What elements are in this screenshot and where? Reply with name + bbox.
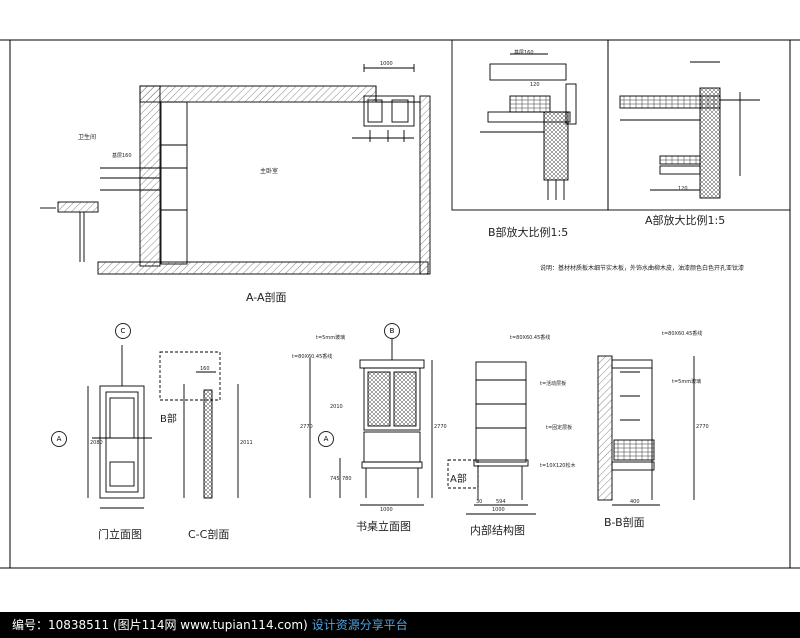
door-elevation-drawing — [87, 345, 152, 509]
desk-elevation-drawing — [309, 330, 433, 506]
bb-section-drawing — [597, 355, 695, 506]
cc-section-title: C-C剖面 — [188, 528, 230, 541]
dim-2010: 2010 — [330, 404, 343, 410]
material-note: 说明：基材材质板木细节实木板，外饰水曲柳木皮，油漆颜色白色开孔亚钛漆 — [540, 265, 745, 272]
sheet-frame — [0, 39, 800, 569]
dim-120-b: 120 — [530, 82, 540, 88]
aa-section-drawing — [40, 64, 431, 275]
glass-callout-bb: t=5mm玻璃 — [672, 379, 702, 385]
molding-callout-desk: t=80X60.45香线 — [292, 354, 333, 360]
b-part-label: B部 — [160, 414, 177, 425]
dim-120-a: 120 — [678, 186, 688, 192]
section-mark-a-door: A — [51, 431, 67, 447]
dim-1000-desk: 1000 — [380, 507, 393, 513]
footer-text: 编号：10838511 (图片114网 www.tupian114.com)设计… — [12, 612, 408, 638]
dim-745: 745 — [330, 476, 340, 482]
bedroom-label: 主卧室 — [260, 168, 279, 175]
watermark-promo: 设计资源分享平台 — [311, 618, 408, 632]
wood-bar-callout: t=10X120松木 — [540, 463, 576, 469]
dim-30: 30 — [476, 499, 483, 505]
section-mark-c: C — [115, 323, 131, 339]
section-mark-a-desk: A — [318, 431, 334, 447]
b-detail-title: B部放大比例1:5 — [488, 226, 569, 239]
door-elevation-title: 门立面图 — [98, 528, 142, 541]
dim-1000-inner: 1000 — [492, 507, 505, 513]
desk-elevation-title: 书桌立面图 — [356, 520, 411, 533]
fixed-board-callout: t=固定层板 — [546, 425, 573, 431]
watermark-text: 编号：10838511 (图片114网 www.tupian114.com) — [12, 618, 308, 632]
cc-section-drawing — [159, 351, 239, 499]
shelf-board-callout: t=活动层板 — [540, 381, 567, 387]
inner-structure-title: 内部结构图 — [470, 524, 525, 537]
a-detail-title: A部放大比例1:5 — [645, 214, 726, 227]
a-part-label: A部 — [450, 474, 467, 485]
bathroom-label: 卫生间 — [78, 134, 97, 141]
molding-callout-bb: t=80X60.45香线 — [662, 331, 703, 337]
dim-2770-bb: 2770 — [696, 424, 709, 430]
molding-callout-inner: t=80X60.45香线 — [510, 335, 551, 341]
watermark-footer: 编号：10838511 (图片114网 www.tupian114.com)设计… — [0, 612, 800, 638]
a-detail-drawing — [607, 39, 791, 211]
bb-section-title: B-B剖面 — [604, 516, 645, 529]
dim-2080: 2080 — [90, 440, 103, 446]
dim-2011: 2011 — [240, 440, 253, 446]
aa-section-title: A-A剖面 — [246, 291, 287, 304]
dim-400: 400 — [630, 499, 640, 505]
dim-780: 780 — [342, 476, 352, 482]
section-mark-b: B — [384, 323, 400, 339]
base-layer-callout-b: 基层160 — [514, 50, 534, 56]
dim-2770-inner: 2770 — [434, 424, 447, 430]
dim-1000-aa: 1000 — [380, 61, 393, 67]
inner-structure-drawing — [447, 361, 536, 515]
dim-160: 160 — [200, 366, 210, 372]
base-layer-callout-aa: 基层160 — [112, 153, 132, 159]
b-detail-drawing — [451, 39, 609, 211]
glass-callout: t=5mm玻璃 — [316, 335, 346, 341]
dim-2770-desk: 2770 — [300, 424, 313, 430]
dim-594: 594 — [496, 499, 506, 505]
